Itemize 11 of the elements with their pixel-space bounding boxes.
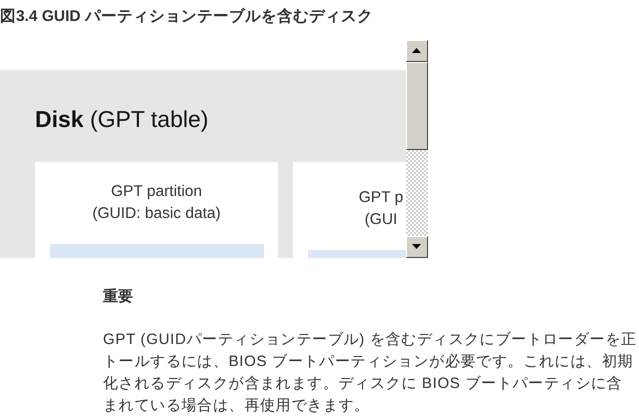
partition-card <box>293 162 406 258</box>
inner-panel <box>308 250 406 258</box>
note-heading: 重要 <box>103 287 133 307</box>
partition-label: GPT partition (GUID: basic data) <box>91 182 222 224</box>
partition-card <box>35 162 278 258</box>
disk-heading: Disk (GPT table) <box>35 105 208 134</box>
figure-title: 図3.4 GUID パーティションテーブルを含むディスク <box>0 6 373 27</box>
disk-panel <box>0 70 406 258</box>
note-paragraph: GPT (GUIDパーティションテーブル) を含むディスクにブートローダーを正トールするには、BIOS ブートパーティションが必要です。これには、初期化されるディスクが含まれます。ディスクに BIOS ブートパーティシに含まれている場合は、再使用できます。 <box>103 330 637 416</box>
partition-label: GPT p (GUI <box>358 188 404 230</box>
inner-panel <box>50 244 264 258</box>
